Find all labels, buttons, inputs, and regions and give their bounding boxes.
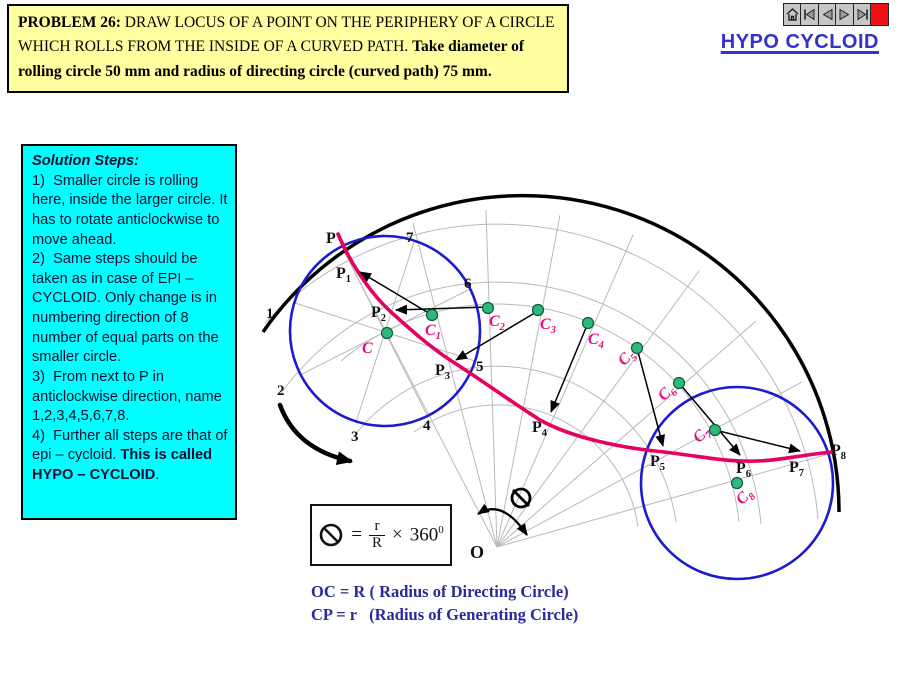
solution-step-3: 3) From next to P in anticlockwise direc…: [32, 368, 226, 425]
centre-point-c7: [708, 423, 722, 437]
centre-point-c5: [630, 341, 644, 355]
problem-text: DRAW LOCUS OF A POINT ON THE PERIPHERY O…: [18, 14, 555, 56]
problem-emphasis: Take diameter of rolling circle 50 mm an…: [18, 38, 524, 80]
centre-label-c4: C4: [588, 331, 604, 351]
point-label-p7: P7: [789, 459, 804, 479]
hypocycloid-curve: [336, 232, 834, 463]
legend-line-2: CP = r (Radius of Generating Circle): [311, 604, 579, 624]
solution-step-4: 4) Further all steps are that of epi – c…: [32, 427, 228, 486]
formula-equals: =: [351, 524, 362, 545]
centre-point-c2: [481, 301, 495, 315]
rotation-direction-arrow: [277, 402, 353, 466]
solution-step-4-bold: This is called HYPO – CYCLOID: [32, 447, 217, 483]
formula-numerator: r: [374, 517, 380, 534]
centre-label-c2: C2: [489, 313, 506, 333]
division-label-5: 5: [476, 359, 484, 375]
radial-lines: [342, 209, 837, 548]
centre-point-c4: [581, 316, 595, 330]
centre-point-c: [380, 326, 394, 340]
centre-label-c3: C3: [540, 316, 556, 336]
origin-label: O: [470, 542, 484, 562]
formula-box: = r R × 3600: [310, 504, 452, 566]
solution-step-2: 2) Same steps should be taken as in case…: [32, 251, 223, 366]
division-label-3: 3: [351, 429, 359, 445]
division-label-7: 7: [406, 230, 414, 246]
point-label-p4: P4: [532, 419, 548, 439]
formula-times: ×: [392, 524, 403, 545]
centre-point-c6: [672, 376, 686, 390]
formula-angle: 3600: [409, 523, 444, 546]
solution-step-4-text: 4) Further all steps are that of epi – c…: [32, 427, 232, 464]
legend: OC = R ( Radius of Directing Circle) CP …: [311, 581, 578, 627]
point-label-p5: P5: [650, 453, 665, 473]
centre-point-c3: [531, 303, 545, 317]
radius-arrows: [359, 271, 801, 456]
division-label-1: 1: [266, 306, 274, 322]
point-label-p8: P8: [831, 442, 846, 462]
division-label-2: 2: [277, 383, 285, 399]
formula-fraction: r R: [368, 517, 385, 552]
centre-label-c: C: [362, 340, 373, 357]
theta-symbol: [319, 523, 343, 547]
theta-symbol-large: [510, 487, 532, 509]
next-slide-icon[interactable]: [835, 3, 854, 26]
division-label-4: 4: [423, 418, 431, 434]
nav-strip: [782, 3, 889, 26]
page-title: HYPO CYCLOID: [720, 31, 879, 53]
point-label-p2: P2: [371, 304, 386, 324]
point-label-p3: P3: [435, 362, 450, 382]
centre-point-c8: [730, 476, 744, 490]
theta-angle-arrow: [477, 503, 528, 536]
solution-step-4-period: .: [155, 467, 160, 483]
legend-line-1: OC = R ( Radius of Directing Circle): [311, 582, 569, 601]
formula-denominator: R: [368, 534, 385, 552]
problem-box: PROBLEM 26: DRAW LOCUS OF A POINT ON THE…: [7, 4, 569, 94]
close-icon[interactable]: [870, 3, 889, 26]
last-slide-icon[interactable]: [852, 3, 872, 26]
point-label-p: P: [326, 230, 336, 247]
solution-steps-box: Solution Steps: 1) Smaller circle is rol…: [21, 144, 237, 520]
rolling-circle-end: [639, 385, 835, 581]
point-label-p6: P6: [736, 460, 751, 480]
first-slide-icon[interactable]: [800, 3, 819, 26]
point-label-p1: P1: [336, 265, 351, 285]
rolling-circle-start: [288, 234, 482, 428]
directing-arc: [261, 193, 841, 513]
centre-point-c1: [425, 308, 439, 322]
division-label-6: 6: [464, 276, 472, 292]
centre-label-c1: C1: [425, 322, 441, 342]
centre-points: [380, 301, 744, 490]
problem-label: PROBLEM 26:: [18, 14, 121, 31]
solution-step-1: 1) Smaller circle is rolling here, insid…: [32, 172, 232, 248]
solution-title: Solution Steps:: [32, 153, 140, 169]
formula-degree-sup: 0: [438, 523, 444, 536]
